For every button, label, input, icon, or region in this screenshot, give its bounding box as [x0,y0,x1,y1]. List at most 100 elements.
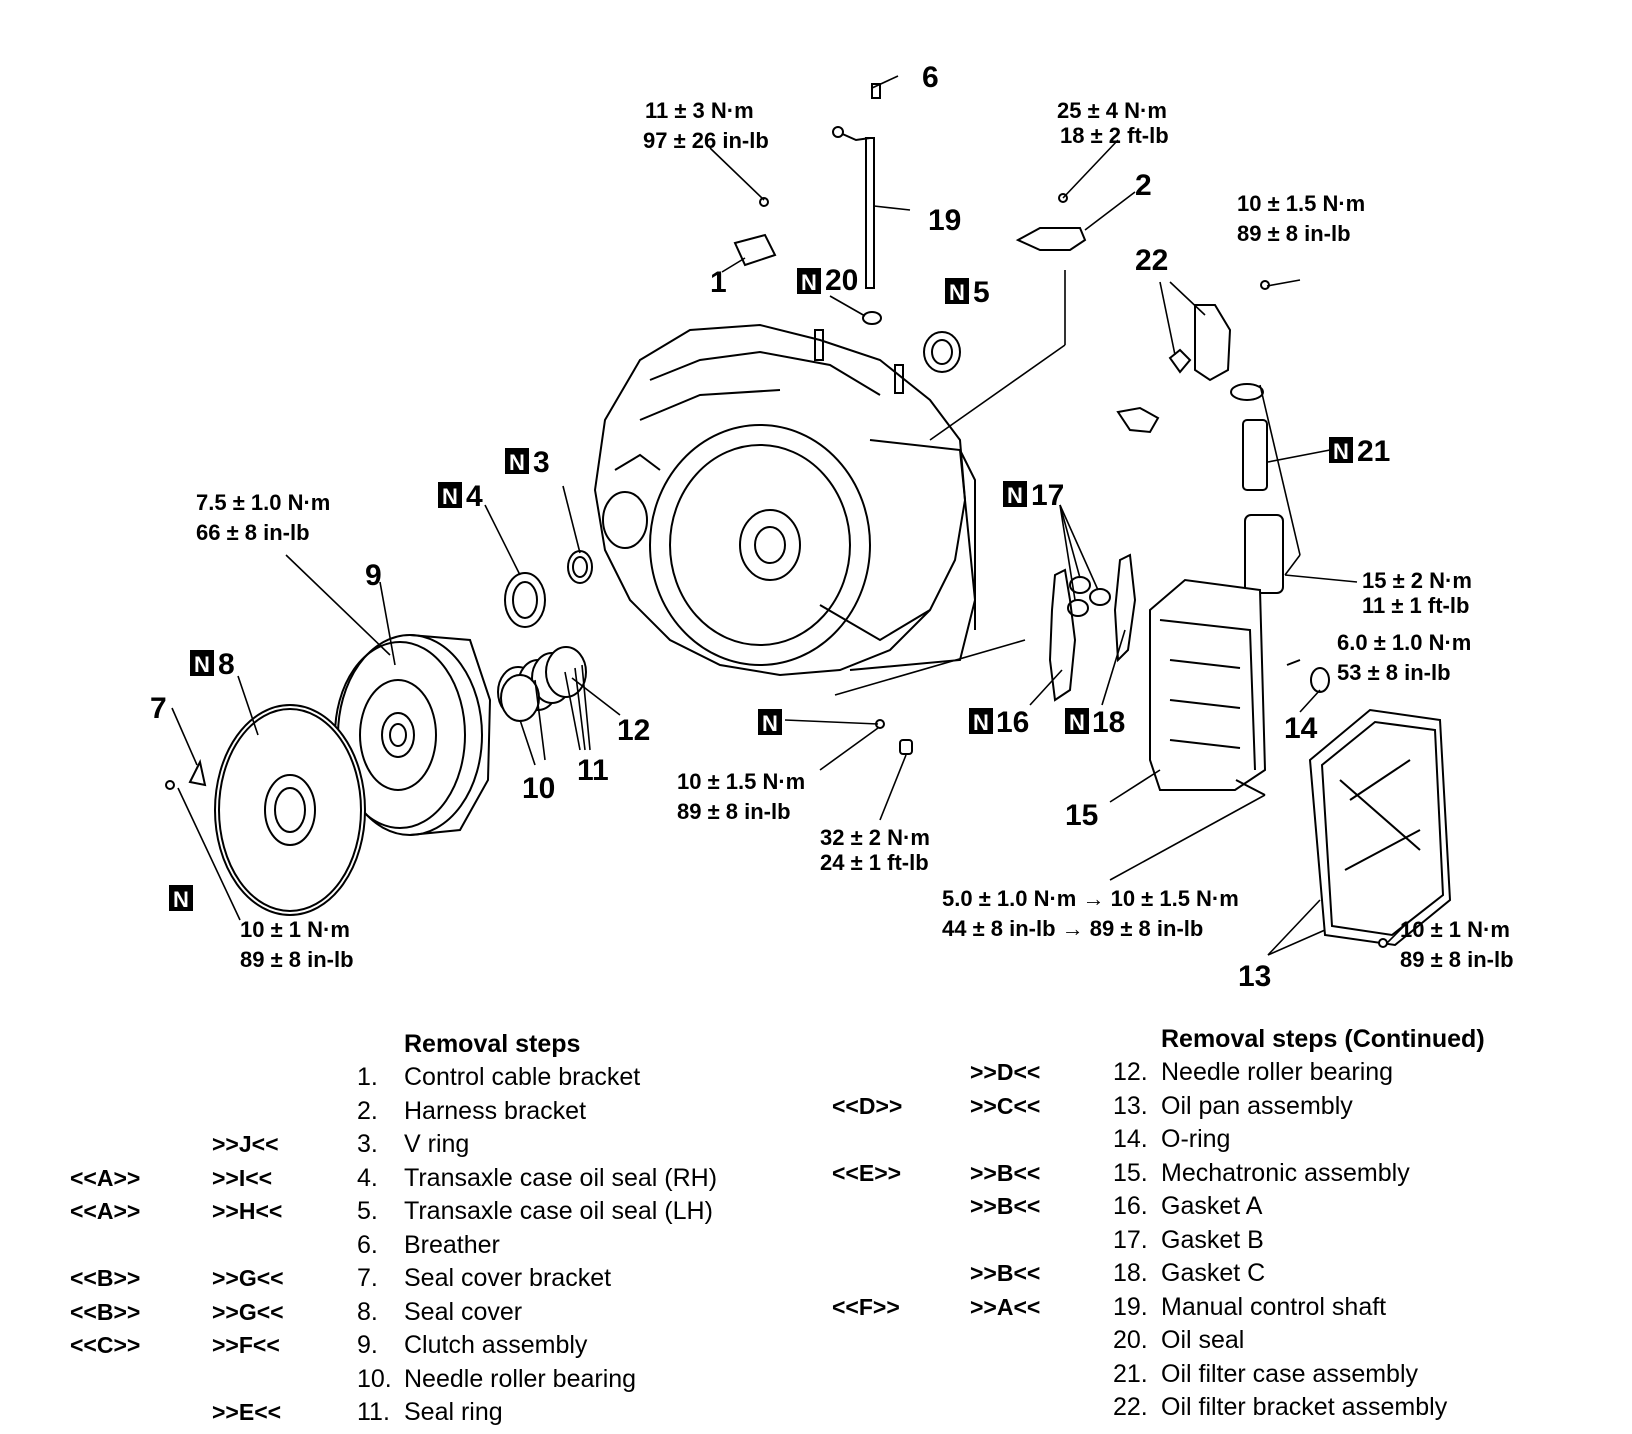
removal-step-label: Transaxle case oil seal (LH) [404,1197,713,1225]
torque-7-nm: 10 ± 1.5 N·m [677,769,805,794]
oil-filter-element [1242,419,1268,491]
removal-step-mark-install: >>A<< [970,1293,1041,1320]
torque-4-nm: 7.5 ± 1.0 N·m [196,490,330,515]
callout-9: 9 [365,559,382,592]
oil-filter-case-21 [1244,514,1284,594]
removal-step-row: >>B<<18.Gasket C [800,1257,1600,1291]
removal-step-row: <<D>>>>C<<13.Oil pan assembly [800,1090,1600,1124]
torque-1-nm: 11 ± 3 N·m [645,98,754,123]
callout-22: 22 [1135,244,1168,277]
callout-5: 5 [973,276,990,309]
removal-step-number: 18. [1113,1259,1148,1287]
oil-seal-lh-5 [923,331,961,373]
svg-text:N: N [762,711,778,736]
drain-plug [899,739,913,755]
removal-step-row: 10.Needle roller bearing [0,1363,800,1397]
svg-text:N: N [801,270,817,295]
callout-12: 12 [617,714,650,747]
removal-step-label: Seal cover [404,1297,523,1326]
removal-step-number: 17. [1113,1225,1148,1254]
removal-step-row: 2. Harness bracket [0,1095,800,1129]
callout-numbers: 1 2 3 4 5 6 7 8 9 10 11 12 13 14 15 16 1… [150,61,1390,993]
removal-step-mark-install: >>C<< [970,1092,1041,1119]
removal-step-number: 9. [357,1331,378,1359]
svg-text:N: N [173,887,189,912]
callout-6: 6 [922,61,939,94]
removal-step-label: V ring [404,1130,470,1158]
oil-pan-assembly-13 [1308,708,1452,947]
removal-step-row: 21. Oil filter case assembly [800,1358,1600,1392]
n-mark-boxes [169,268,1353,911]
o-ring-14 [1310,667,1330,693]
transaxle-case [593,323,977,677]
n-mark-letters: N N N N N N N N N N N [173,270,1349,912]
removal-step-number: 5. [357,1197,378,1225]
removal-step-label: Oil seal [1161,1326,1245,1354]
removal-step-mark-removal: <<A>> [70,1198,141,1224]
svg-text:N: N [1069,710,1085,735]
removal-step-label: Mechatronic assembly [1161,1158,1410,1187]
callout-17: 17 [1031,479,1064,512]
removal-step-mark-install: >>F<< [212,1332,280,1358]
removal-step-number: 1. [357,1063,378,1091]
leader-lines [171,75,1406,956]
removal-step-number: 7. [357,1264,378,1292]
callout-7: 7 [150,692,167,725]
svg-text:N: N [1007,483,1023,508]
torque-5-ftlb: 11 ± 1 ft-lb [1362,593,1469,618]
removal-step-label: Harness bracket [404,1096,587,1125]
removal-step-mark-removal: <<A>> [70,1164,141,1191]
removal-step-label: Seal cover bracket [404,1264,612,1292]
removal-step-label: Gasket B [1161,1225,1264,1254]
oil-filter-bracket-22 [1116,304,1232,434]
control-cable-bracket-1 [733,233,777,267]
removal-step-row: <<F>>>>A<<19.Manual control shaft [800,1291,1600,1325]
svg-text:N: N [949,280,965,305]
torque-5-nm: 15 ± 2 N·m [1362,568,1472,593]
oil-seal-20 [862,311,882,325]
removal-step-mark-install: >>B<< [970,1159,1041,1186]
callout-4: 4 [466,480,483,513]
removal-step-row: <<A>>>>I<<4.Transaxle case oil seal (RH) [0,1162,800,1196]
removal-step-row: 1.Control cable bracket [0,1061,800,1095]
svg-text:N: N [973,710,989,735]
torque-8-nm: 32 ± 2 N·m [820,825,930,850]
seal-cover-bracket-7 [188,759,207,787]
removal-step-number: 15. [1113,1158,1148,1187]
removal-step-mark-install: >>E<< [212,1399,282,1425]
callout-14: 14 [1284,712,1318,745]
removal-step-number: 10. [357,1364,392,1393]
exploded-view-diagram: N N N N N N N N N N N 1 2 3 4 5 6 7 8 9 … [150,61,1514,993]
torque-11-inlb: 89 ± 8 in-lb [1400,947,1514,972]
removal-step-row: 22.Oil filter bracket assembly [800,1391,1600,1425]
removal-step-label: Oil filter case assembly [1161,1359,1419,1388]
removal-step-row: <<E>>>>B<<15.Mechatronic assembly [800,1157,1600,1191]
svg-text:N: N [1333,439,1349,464]
callout-19: 19 [928,204,961,237]
torque-4-inlb: 66 ± 8 in-lb [196,520,310,545]
removal-step-row: >>B<<16.Gasket A [800,1190,1600,1224]
removal-step-number: 16. [1113,1192,1148,1220]
removal-step-number: 20. [1113,1326,1148,1354]
oil-seal-rh-4 [504,572,546,628]
svg-text:N: N [442,484,458,509]
torque-1-inlb: 97 ± 26 in-lb [643,128,769,153]
callout-10: 10 [522,772,555,805]
removal-step-number: 13. [1113,1091,1148,1120]
torque-3-nm: 10 ± 1.5 N·m [1237,191,1365,216]
removal-step-row: >>D<<12.Needle roller bearing [800,1056,1600,1090]
removal-step-number: 21. [1113,1359,1148,1388]
gasket-a-16 [1048,568,1077,702]
removal-step-number: 2. [357,1096,378,1125]
callout-16: 16 [996,706,1029,739]
torque-9-nm: 5.0 ± 1.0 N·m → 10 ± 1.5 N·m [942,886,1239,911]
removal-step-row: <<B>>>>G<<7.Seal cover bracket [0,1262,800,1296]
removal-step-mark-removal: <<C>> [70,1332,141,1358]
callout-11: 11 [577,754,609,787]
removal-step-mark-install: >>D<< [970,1059,1041,1085]
callout-20: 20 [825,264,858,297]
removal-step-label: Oil filter bracket assembly [1161,1393,1448,1421]
torque-3-inlb: 89 ± 8 in-lb [1237,221,1351,246]
removal-steps-right: >>D<<12.Needle roller bearing<<D>>>>C<<1… [800,1056,1600,1425]
